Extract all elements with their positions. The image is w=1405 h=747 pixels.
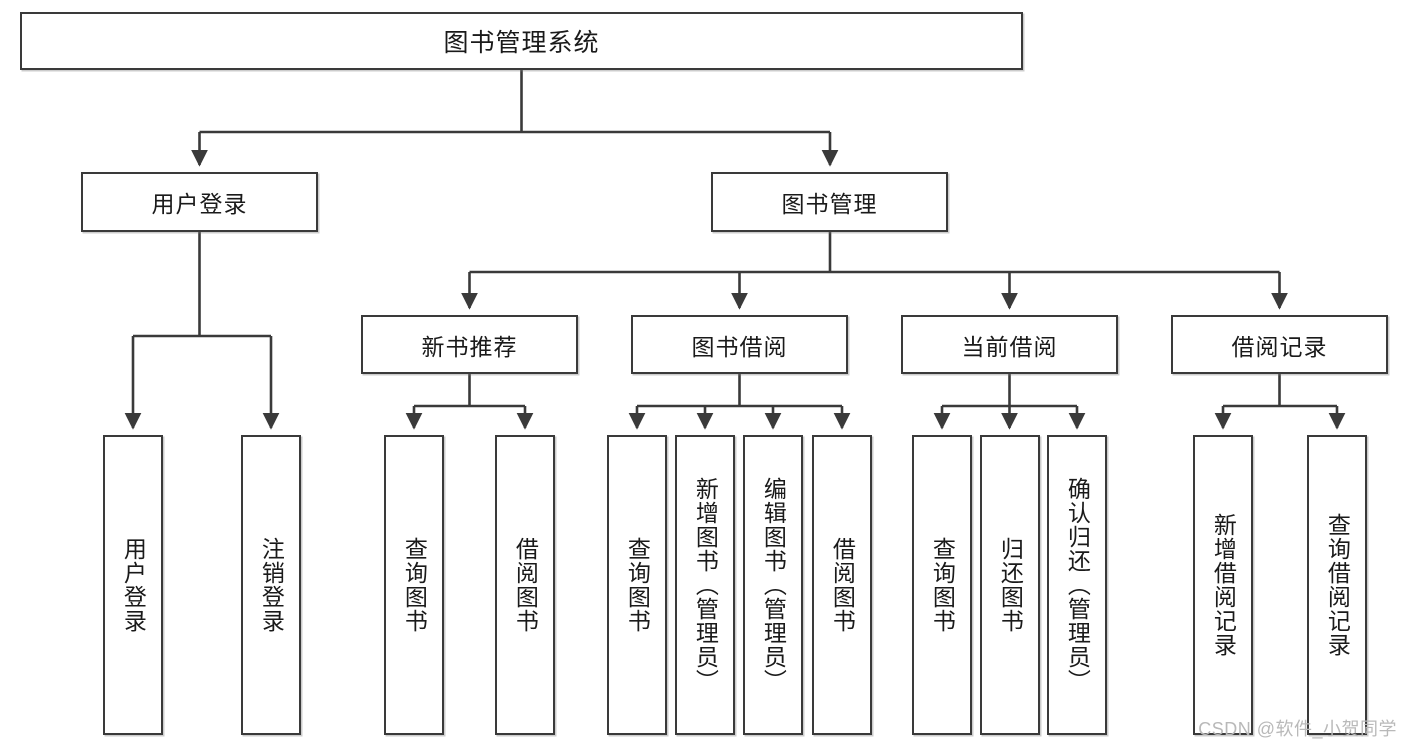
node-label: 图书借阅 [691,333,788,360]
node-label: 新增借阅记录 [1210,513,1237,657]
leaf-query-books-borrowing[interactable]: 查询图书 [607,435,667,735]
node-label: 借阅图书 [829,537,856,633]
node-label: 借阅记录 [1231,333,1328,360]
node-label: 用户登录 [151,191,248,217]
node-label: 归还图书 [997,537,1024,633]
leaf-query-borrowing-record[interactable]: 查询借阅记录 [1307,435,1367,735]
leaf-add-borrowing-record[interactable]: 新增借阅记录 [1193,435,1253,735]
leaf-query-books-current[interactable]: 查询图书 [912,435,972,735]
node-label: 当前借阅 [961,333,1058,360]
node-book-borrowing[interactable]: 图书借阅 [631,315,848,374]
node-label: 查询图书 [929,537,956,633]
watermark-text: CSDN @软件_小贺同学 [1198,719,1397,739]
node-user-login[interactable]: 用户登录 [81,172,318,232]
node-label: 新书推荐 [421,333,518,360]
leaf-borrow-books-recommendation[interactable]: 借阅图书 [495,435,555,735]
leaf-edit-book-admin[interactable]: 编辑图书（管理员） [743,435,803,735]
leaf-confirm-return-admin[interactable]: 确认归还（管理员） [1047,435,1107,735]
leaf-return-books[interactable]: 归还图书 [980,435,1040,735]
leaf-user-login[interactable]: 用户登录 [103,435,163,735]
node-label: 图书管理 [781,191,878,217]
node-label: 查询图书 [401,537,428,633]
node-label: 新增图书（管理员） [692,477,719,693]
leaf-add-book-admin[interactable]: 新增图书（管理员） [675,435,735,735]
node-label: 注销登录 [258,537,285,633]
node-label: 图书管理系统 [443,29,600,57]
node-label: 查询图书 [624,537,651,633]
node-current-borrowing[interactable]: 当前借阅 [901,315,1118,374]
node-borrowing-records[interactable]: 借阅记录 [1171,315,1388,374]
node-book-management[interactable]: 图书管理 [711,172,948,232]
node-label: 借阅图书 [512,537,539,633]
leaf-logout[interactable]: 注销登录 [241,435,301,735]
node-label: 查询借阅记录 [1324,513,1351,657]
node-label: 编辑图书（管理员） [760,477,787,693]
node-label: 用户登录 [120,537,147,633]
node-new-book-recommendation[interactable]: 新书推荐 [361,315,578,374]
leaf-borrow-books-borrowing[interactable]: 借阅图书 [812,435,872,735]
node-label: 确认归还（管理员） [1064,477,1091,693]
node-root-book-management-system[interactable]: 图书管理系统 [20,12,1023,70]
leaf-query-books-recommendation[interactable]: 查询图书 [384,435,444,735]
